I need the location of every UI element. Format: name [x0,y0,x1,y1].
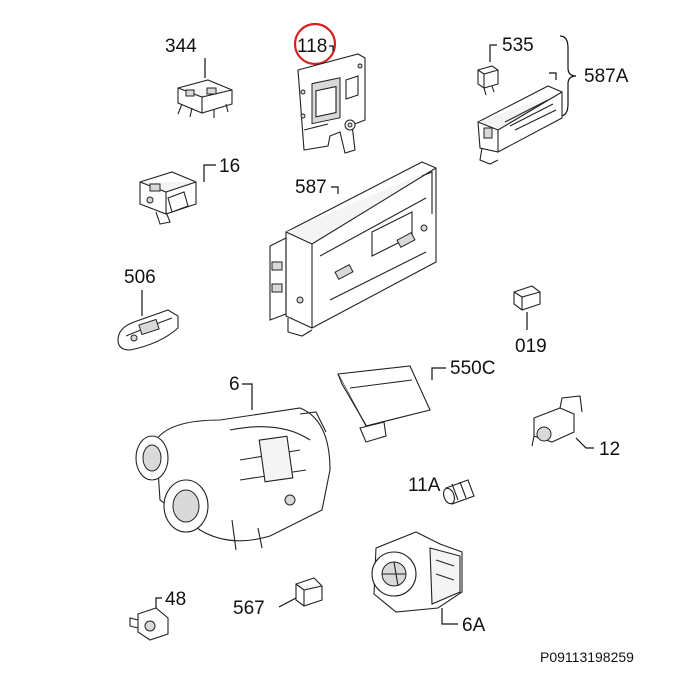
part-535[interactable]: 535 [477,35,534,96]
label-118: 118 [297,36,327,57]
part-6[interactable]: 6 [135,374,331,551]
highlight-circle [293,22,337,66]
label-6A: 6A [462,615,486,636]
part-550C[interactable]: 550C [337,358,495,443]
label-535: 535 [502,35,534,56]
part-344[interactable]: 344 [165,36,233,118]
label-16: 16 [219,156,240,177]
label-12: 12 [599,439,620,460]
label-019: 019 [515,336,547,357]
label-48: 48 [165,589,186,610]
label-11A: 11A [408,475,441,496]
part-118[interactable]: 118 [293,22,366,154]
part-16[interactable]: 16 [139,156,240,225]
diagram-code: P09113198259 [540,649,634,665]
part-587A[interactable]: 587A [477,35,629,165]
label-587A: 587A [584,66,629,87]
label-6: 6 [229,374,240,395]
label-506: 506 [124,267,156,288]
part-6A[interactable]: 6A [371,531,486,636]
part-587[interactable]: 587 [269,161,437,337]
part-019[interactable]: 019 [513,285,547,357]
part-567[interactable]: 567 [233,577,323,619]
label-344: 344 [165,36,197,57]
part-506[interactable]: 506 [117,267,179,351]
label-550C: 550C [450,358,495,379]
label-567: 567 [233,598,265,619]
part-11A[interactable]: 11A [408,475,475,505]
part-48[interactable]: 48 [129,589,186,641]
label-587: 587 [295,177,327,198]
part-12[interactable]: 12 [531,395,620,460]
